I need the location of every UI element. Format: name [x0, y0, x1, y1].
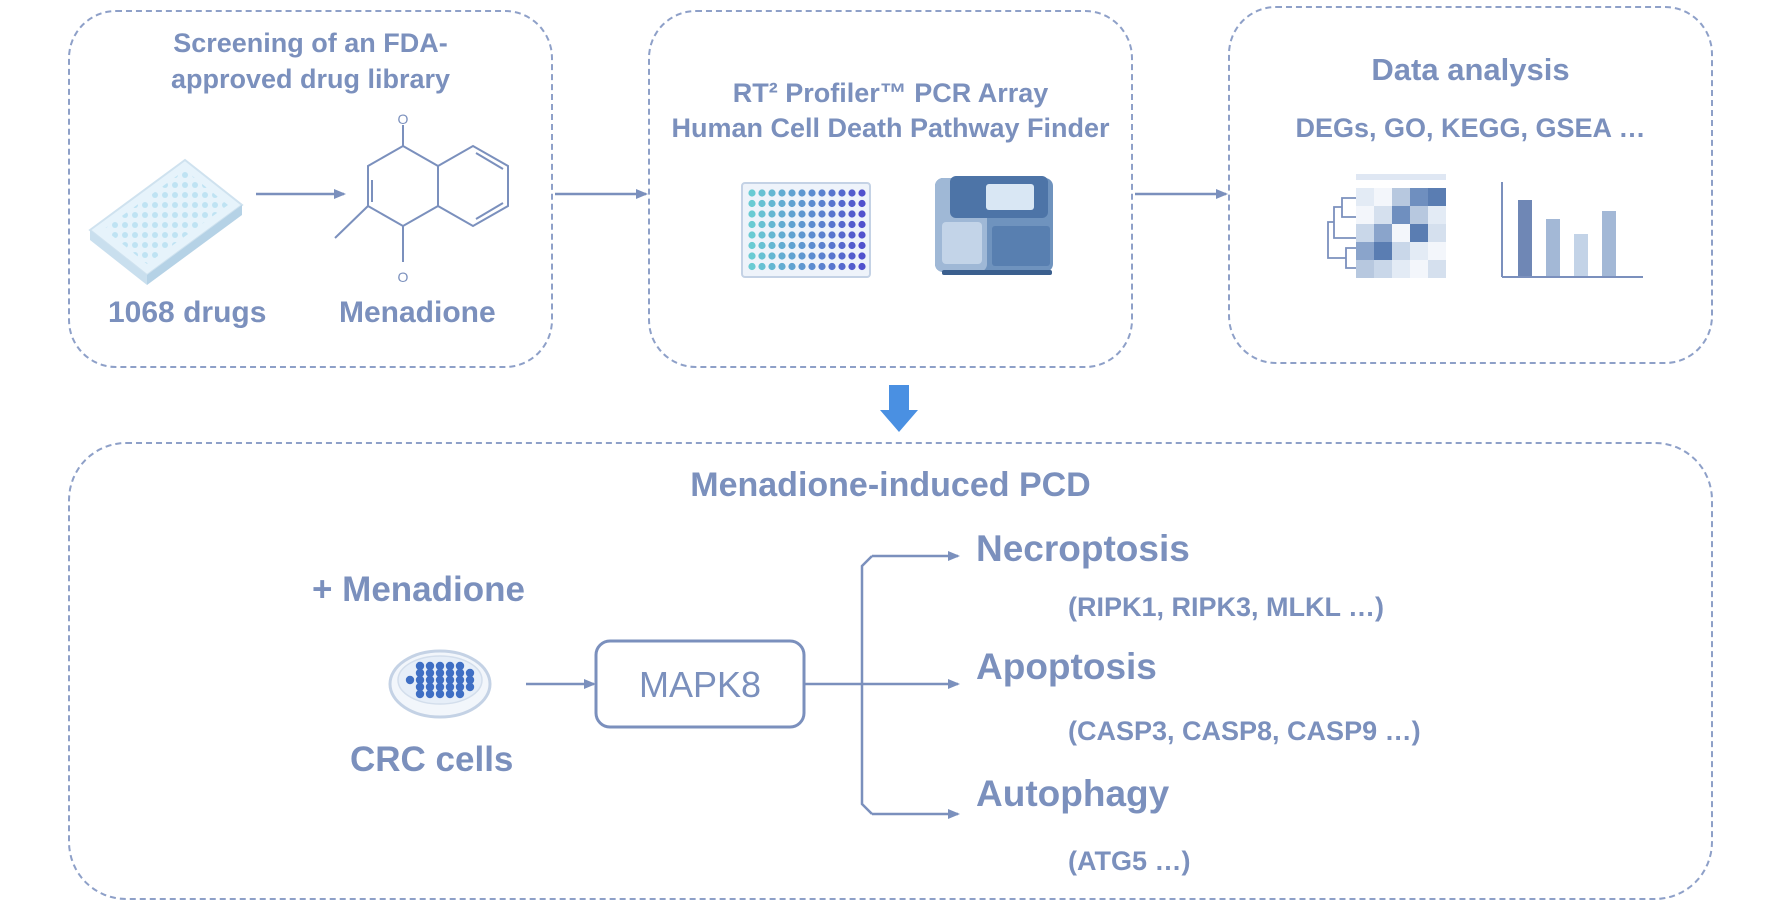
- menadione-structure-icon: [334, 125, 509, 262]
- drug-library-plate-icon: [88, 158, 244, 285]
- screening-panel: [68, 10, 553, 368]
- svg-text:O: O: [398, 111, 409, 127]
- pcd-panel: [68, 442, 1713, 900]
- treatment-label: + Menadione: [312, 570, 525, 609]
- apoptosis-genes: (CASP3, CASP8, CASP9 …): [1068, 716, 1421, 746]
- drugs-count-label: 1068 drugs: [108, 296, 267, 329]
- svg-text:O: O: [398, 269, 409, 285]
- analysis-methods: DEGs, GO, KEGG, GSEA …: [1295, 113, 1646, 143]
- pcr-title-line2: Human Cell Death Pathway Finder: [671, 113, 1110, 143]
- pcd-title: Menadione-induced PCD: [690, 466, 1091, 504]
- bar-chart-icon: [1501, 182, 1643, 278]
- necroptosis-genes: (RIPK1, RIPK3, MLKL …): [1068, 592, 1385, 622]
- branch-connector: [804, 551, 960, 819]
- autophagy-label: Autophagy: [976, 773, 1170, 814]
- apoptosis-label: Apoptosis: [976, 646, 1157, 687]
- pcr-title-line1: RT² Profiler™ PCR Array: [732, 78, 1049, 108]
- pcr-array-plate-icon: [741, 182, 871, 278]
- pcr-array-panel: [648, 10, 1133, 368]
- heatmap-icon: [1327, 174, 1446, 278]
- menadione-label: Menadione: [339, 296, 496, 329]
- down-arrow: [880, 385, 918, 432]
- screening-title-line2: approved drug library: [170, 64, 451, 94]
- data-analysis-panel: [1228, 6, 1713, 364]
- crc-cells-dish-icon: [388, 649, 492, 719]
- necroptosis-label: Necroptosis: [976, 528, 1190, 569]
- crc-cells-label: CRC cells: [350, 740, 514, 779]
- analysis-title: Data analysis: [1371, 52, 1570, 87]
- screening-title-line1: Screening of an FDA-: [173, 28, 448, 58]
- autophagy-genes: (ATG5 …): [1068, 846, 1191, 876]
- qpcr-instrument-icon: [935, 176, 1053, 275]
- mapk8-label: MAPK8: [638, 664, 762, 705]
